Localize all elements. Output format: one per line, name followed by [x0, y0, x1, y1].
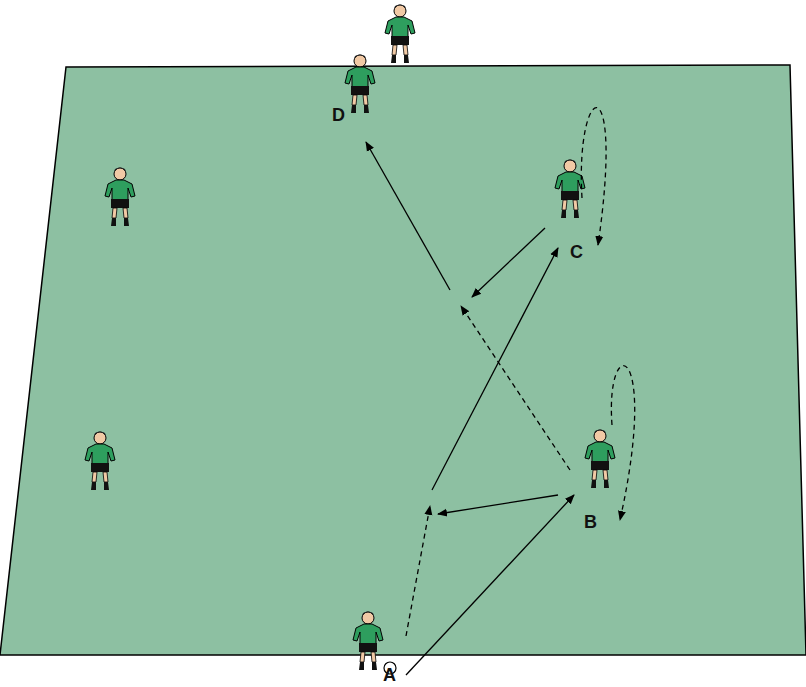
- player-letter: D: [332, 106, 345, 124]
- pitch: [0, 65, 806, 655]
- players: [85, 5, 615, 675]
- player-letter: A: [383, 666, 396, 684]
- passing-arrows: [366, 142, 574, 675]
- player-letter: C: [570, 243, 583, 261]
- player-letter: B: [584, 513, 597, 531]
- run-arrows: [406, 108, 635, 636]
